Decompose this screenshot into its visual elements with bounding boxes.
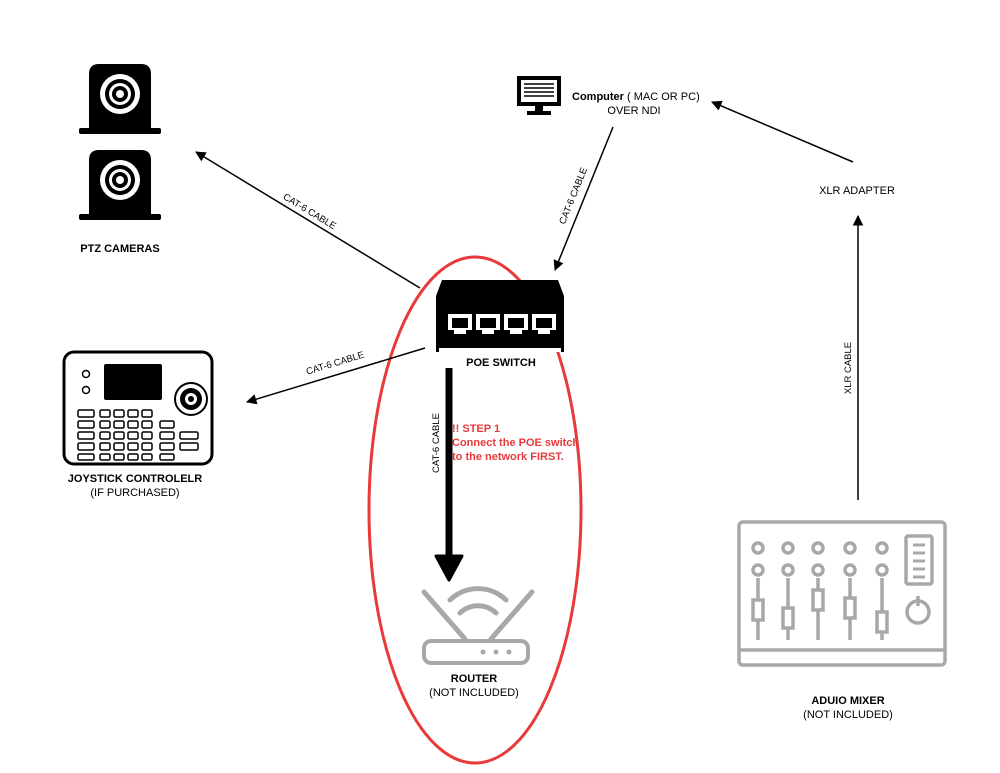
edge-adapter-to-computer — [711, 100, 854, 163]
computer-label: Computer ( MAC OR PC) — [572, 91, 700, 103]
step-line-1: Connect the POE switch — [452, 437, 579, 449]
edge-label-mixer-to-adapter: XLR CABLE — [843, 342, 854, 394]
edge-label-switch-to-cameras: CAT-6 CABLE — [281, 192, 338, 233]
router-label: ROUTER — [451, 673, 498, 685]
computer-sublabel: OVER NDI — [607, 105, 660, 117]
audio-mixer-label: ADUIO MIXER — [811, 695, 884, 707]
xlr-adapter-label: XLR ADAPTER — [819, 185, 895, 197]
router-sublabel: (NOT INCLUDED) — [429, 687, 519, 699]
edge-label-switch-to-joystick: CAT-6 CABLE — [305, 350, 366, 378]
edge-computer-to-switch — [553, 126, 614, 271]
joystick-label: JOYSTICK CONTROLELR — [68, 473, 203, 485]
audio-mixer-icon — [737, 520, 947, 667]
step-line-2: to the network FIRST. — [452, 451, 564, 463]
edge-switch-to-cameras — [195, 151, 421, 289]
thick-arrow-head — [434, 554, 464, 582]
joystick-sublabel: (IF PURCHASED) — [90, 487, 179, 499]
monitor-icon — [517, 76, 561, 115]
ptz-cameras-label: PTZ CAMERAS — [80, 243, 159, 255]
edge-switch-to-joystick — [245, 347, 426, 405]
network-switch-icon — [436, 280, 564, 352]
audio-mixer-sublabel: (NOT INCLUDED) — [803, 709, 893, 721]
step-title: !! STEP 1 — [452, 423, 500, 435]
poe-switch-label: POE SWITCH — [466, 357, 536, 369]
edge-label-switch-to-router: CAT-6 CABLE — [431, 413, 442, 473]
router-icon — [421, 586, 535, 665]
ptz-camera-icon — [79, 64, 161, 220]
step-highlight-ellipse — [367, 255, 583, 765]
joystick-controller-icon — [62, 350, 214, 466]
